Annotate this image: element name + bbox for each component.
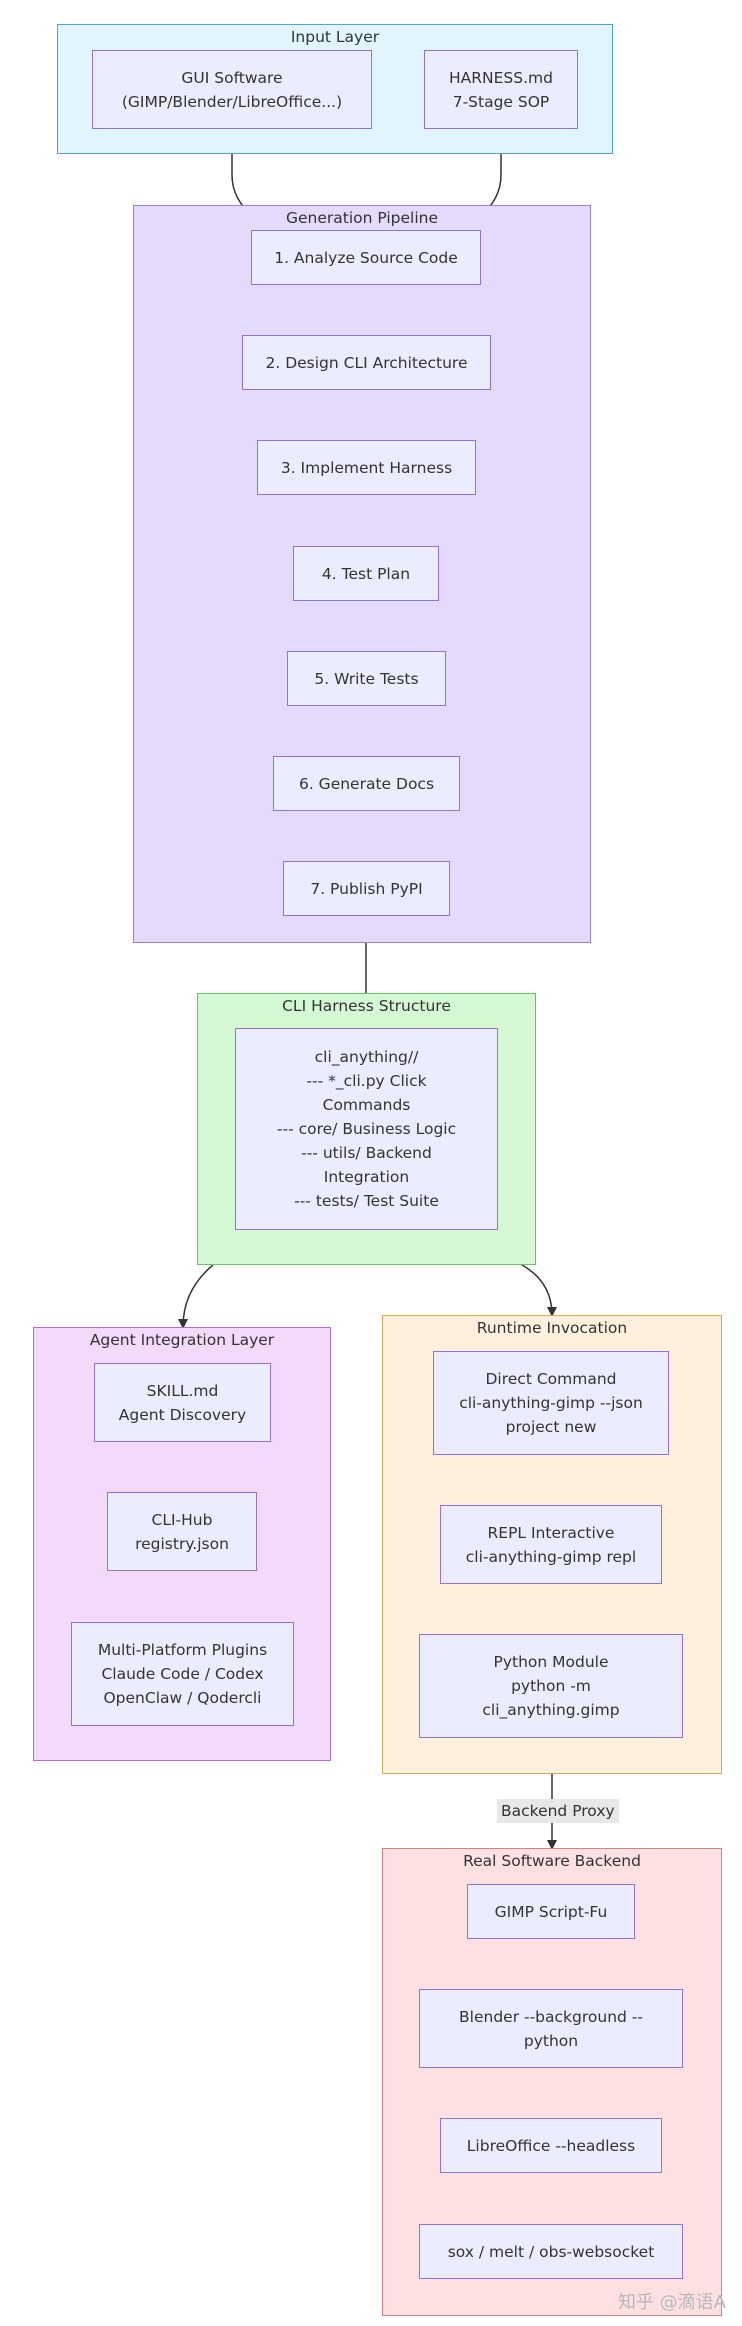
input-layer-title: Input Layer [290, 28, 380, 46]
sox-melt-obs-node[interactable]: sox / melt / obs-websocket [419, 2224, 683, 2279]
step-test-plan-node[interactable]: 4. Test Plan [293, 546, 439, 601]
step-write-tests-node[interactable]: 5. Write Tests [287, 651, 446, 706]
repl-interactive-node[interactable]: REPL Interactive cli-anything-gimp repl [440, 1505, 662, 1584]
step-generate-docs-node[interactable]: 6. Generate Docs [273, 756, 460, 811]
harness-md-node[interactable]: HARNESS.md 7-Stage SOP [424, 50, 578, 129]
gimp-script-fu-node[interactable]: GIMP Script-Fu [467, 1884, 635, 1939]
step-publish-node[interactable]: 7. Publish PyPI [283, 861, 450, 916]
harness-structure-title: CLI Harness Structure [282, 997, 451, 1015]
cli-hub-node[interactable]: CLI-Hub registry.json [107, 1492, 257, 1571]
edge-harness-to-runtime [521, 1264, 557, 1317]
step-analyze-node[interactable]: 1. Analyze Source Code [251, 230, 481, 285]
python-module-node[interactable]: Python Module python -m cli_anything.gim… [419, 1634, 683, 1738]
skill-md-node[interactable]: SKILL.md Agent Discovery [94, 1363, 271, 1442]
step-design-node[interactable]: 2. Design CLI Architecture [242, 335, 491, 390]
watermark: 知乎 @滴语A [617, 2292, 726, 2313]
runtime-title: Runtime Invocation [476, 1319, 628, 1337]
libreoffice-node[interactable]: LibreOffice --headless [440, 2118, 662, 2173]
agent-layer-title: Agent Integration Layer [89, 1331, 275, 1349]
direct-command-node[interactable]: Direct Command cli-anything-gimp --json … [433, 1351, 669, 1455]
gui-software-node[interactable]: GUI Software (GIMP/Blender/LibreOffice..… [92, 50, 372, 129]
blender-node[interactable]: Blender --background -- python [419, 1989, 683, 2068]
pipeline-title: Generation Pipeline [285, 209, 439, 227]
edge-harness-to-agent [178, 1264, 214, 1329]
harness-tree-node[interactable]: cli_anything// --- *_cli.py Click Comman… [235, 1028, 498, 1230]
step-implement-node[interactable]: 3. Implement Harness [257, 440, 476, 495]
multi-platform-plugins-node[interactable]: Multi-Platform Plugins Claude Code / Cod… [71, 1622, 294, 1726]
backend-title: Real Software Backend [463, 1852, 641, 1870]
backend-proxy-label: Backend Proxy [497, 1799, 619, 1823]
